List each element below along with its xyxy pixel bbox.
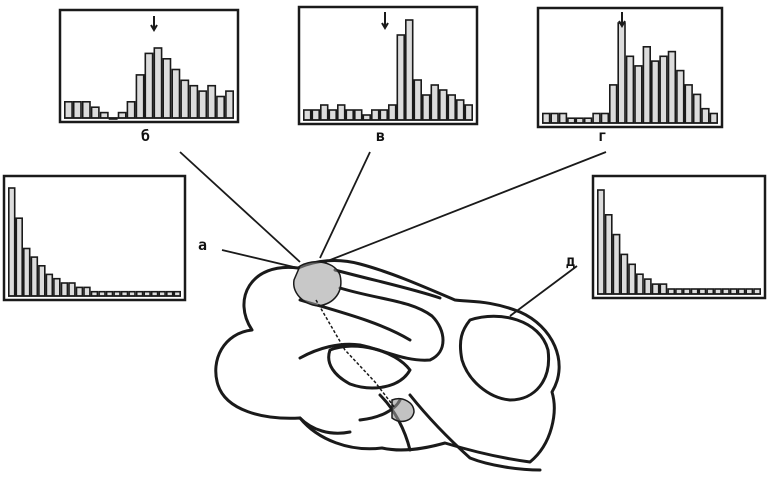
label-v: в (376, 129, 385, 144)
histogram-bar (181, 80, 188, 118)
leader-line-g (325, 152, 606, 262)
histogram-bar (84, 287, 90, 296)
leader-line-a (222, 250, 298, 268)
histogram-bar (65, 102, 72, 118)
histogram-bar (92, 107, 99, 118)
histogram-bar (431, 85, 438, 120)
histogram-bar (613, 235, 619, 294)
histogram-bar (702, 109, 709, 123)
histogram-bar (190, 86, 197, 118)
histogram-bar (16, 218, 22, 296)
histogram-panel-a (4, 176, 185, 300)
histogram-bar (24, 249, 30, 297)
histogram-bar (660, 56, 667, 123)
histogram-bar (380, 110, 387, 120)
histogram-bar (217, 97, 224, 119)
histogram-bar (414, 80, 421, 120)
label-d: д (566, 254, 575, 269)
histogram-bar (199, 91, 206, 118)
histogram-bar (163, 59, 170, 118)
histogram-bar (101, 113, 108, 118)
histogram-bar (389, 105, 396, 120)
histogram-bar (329, 110, 336, 120)
histogram-bar (645, 279, 651, 294)
histogram-bar (653, 284, 659, 294)
histogram-bar (154, 48, 161, 118)
histogram-panel-v (299, 7, 477, 124)
histogram-bar (69, 283, 75, 296)
leader-line-v (320, 152, 370, 258)
brain-sagittal-section (216, 261, 559, 470)
histogram-bar (629, 264, 635, 294)
histogram-bar (321, 105, 328, 120)
histogram-bar (54, 279, 60, 296)
histogram-bar (346, 110, 353, 120)
histogram-bar (602, 114, 609, 124)
histogram-bar (560, 114, 567, 124)
label-g: г (598, 129, 607, 144)
recording-site-a (294, 262, 341, 306)
histogram-bar (74, 102, 81, 118)
histogram-bar (694, 94, 701, 123)
histogram-bar (423, 95, 430, 120)
histogram-bar (457, 100, 464, 120)
histogram-bar (136, 75, 143, 118)
recording-site-lower (392, 399, 414, 422)
histogram-bar (31, 257, 37, 296)
histogram-bar (593, 114, 600, 124)
histogram-bar (127, 102, 134, 118)
histogram-bar (440, 90, 447, 120)
histogram-bar (397, 35, 404, 120)
histogram-bar (406, 20, 413, 120)
histogram-bar (226, 91, 233, 118)
histogram-bar (621, 254, 627, 294)
histogram-bar (669, 52, 676, 123)
histogram-panel-g (538, 8, 722, 127)
brain-outline (216, 261, 559, 462)
histogram-bar (551, 114, 558, 124)
thalamus-region (329, 346, 410, 388)
histogram-panel-b (60, 10, 238, 122)
label-b: б (141, 129, 150, 144)
histogram-panel-d (593, 176, 765, 298)
histogram-bar (62, 283, 68, 296)
basal-contour (300, 400, 400, 433)
histogram-bar (172, 70, 179, 119)
leader-lines (180, 152, 606, 316)
histogram-bar (46, 274, 52, 296)
histogram-bar (338, 105, 345, 120)
histogram-bar (627, 56, 634, 123)
leader-line-d (510, 266, 577, 316)
histogram-bar (598, 190, 604, 294)
histogram-bar (304, 110, 311, 120)
histogram-bar (448, 95, 455, 120)
histogram-bar (83, 102, 90, 118)
histogram-bar (610, 85, 617, 123)
label-a: а (198, 238, 207, 253)
histogram-bar (660, 284, 666, 294)
histogram-bar (312, 110, 319, 120)
histogram-bar (677, 71, 684, 123)
histogram-bar (355, 110, 362, 120)
histogram-bar (606, 215, 612, 294)
histogram-bar (119, 113, 126, 118)
histogram-bar (39, 266, 45, 296)
histogram-bar (685, 85, 692, 123)
histogram-bar (543, 114, 550, 124)
histogram-bar (145, 53, 152, 118)
histogram-bar (9, 188, 15, 296)
cerebellum (460, 316, 548, 400)
histogram-bar (635, 66, 642, 123)
histogram-bar (618, 23, 625, 123)
histogram-bar (643, 47, 650, 123)
histogram-bar (710, 114, 717, 124)
histogram-bar (465, 105, 472, 120)
histogram-bar (77, 287, 83, 296)
histogram-bar (637, 274, 643, 294)
histogram-bar (208, 86, 215, 118)
histogram-bar (652, 61, 659, 123)
histogram-bar (372, 110, 379, 120)
